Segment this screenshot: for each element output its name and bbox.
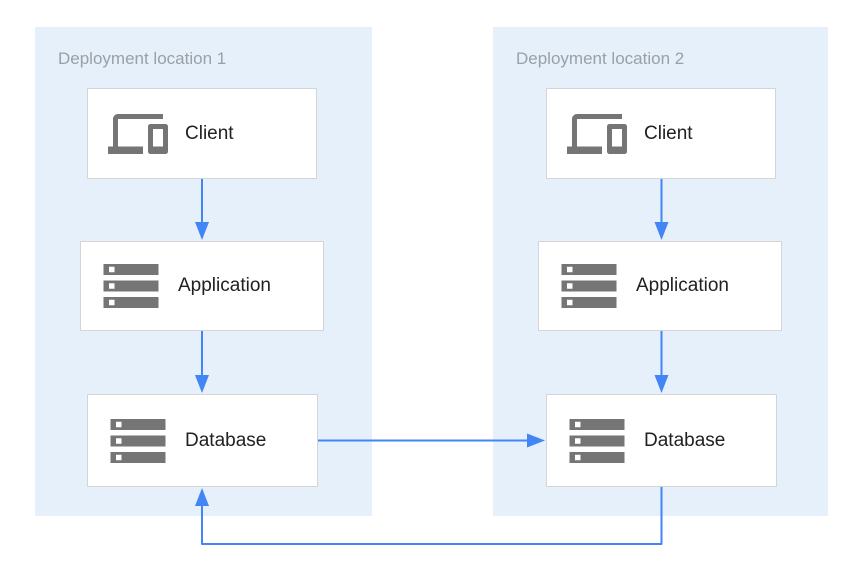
devices-icon <box>563 104 631 164</box>
storage-icon <box>104 408 172 474</box>
storage-icon <box>97 253 165 319</box>
storage-icon <box>563 408 631 474</box>
node-client-2: Client <box>546 88 776 179</box>
node-label: Client <box>644 122 693 144</box>
node-application-2: Application <box>538 241 782 331</box>
node-database-1: Database <box>87 394 318 487</box>
storage-icon <box>555 253 623 319</box>
node-application-1: Application <box>80 241 324 331</box>
panel-title: Deployment location 1 <box>58 49 227 68</box>
devices-icon <box>104 104 172 164</box>
node-label: Client <box>185 122 234 144</box>
node-label: Database <box>185 429 267 451</box>
node-client-1: Client <box>87 88 317 179</box>
node-label: Application <box>178 275 271 296</box>
node-database-2: Database <box>546 394 777 487</box>
panel-title: Deployment location 2 <box>516 49 685 68</box>
node-label: Application <box>636 275 729 296</box>
node-label: Database <box>644 429 726 451</box>
